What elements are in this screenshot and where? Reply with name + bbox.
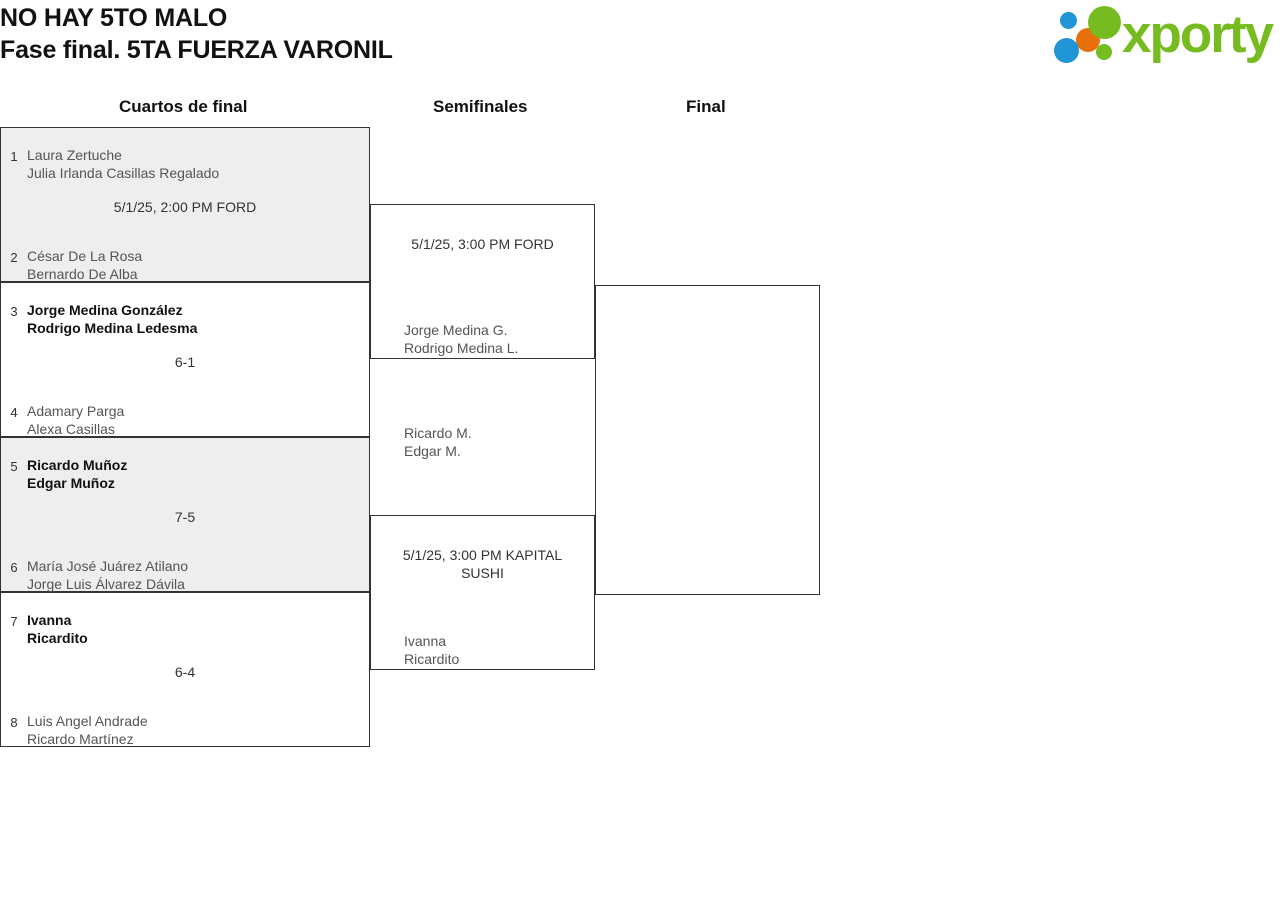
seed-number: 1	[10, 149, 18, 164]
player-name: Luis Angel Andrade	[27, 713, 148, 729]
title-block: NO HAY 5TO MALO Fase final. 5TA FUERZA V…	[0, 2, 393, 66]
player-name: María José Juárez Atilano	[27, 558, 189, 574]
player-name: Rodrigo Medina L.	[404, 340, 519, 356]
player-name: Ricardito	[27, 630, 88, 646]
seed-number	[371, 416, 397, 427]
team-players: Ricardo M. Edgar M.	[397, 416, 594, 460]
match-meta: 5/1/25, 3:00 PM KAPITAL SUSHI	[402, 547, 563, 581]
tournament-title: NO HAY 5TO MALO	[0, 4, 228, 32]
player-name: Alexa Casillas	[27, 421, 115, 437]
player-name: Adamary Parga	[27, 403, 125, 419]
seed-number	[371, 313, 397, 324]
logo-dot-green-large-icon	[1088, 6, 1121, 39]
player-name: César De La Rosa	[27, 248, 143, 264]
player-name: Edgar M.	[404, 443, 461, 459]
team-players: Jorge Medina G. Rodrigo Medina L.	[397, 313, 594, 357]
seed-number	[371, 105, 397, 116]
logo-dot-blue-large-icon	[1054, 38, 1079, 63]
match-slot-top[interactable]	[371, 105, 594, 149]
seed-number: 7	[10, 614, 18, 629]
match-box[interactable]: Ricardo M. Edgar M. 5/1/25, 3:00 PM KAPITA…	[370, 425, 595, 670]
player-name: Jorge Medina G.	[404, 322, 508, 338]
seed-number	[596, 286, 622, 297]
page-header: NO HAY 5TO MALO Fase final. 5TA FUERZA V…	[0, 0, 1280, 80]
match-meta: 5/1/25, 3:00 PM FORD	[411, 236, 554, 252]
player-name: Ricardo Muñoz	[27, 457, 128, 473]
team-players	[622, 286, 819, 294]
player-name: Jorge Luis Álvarez Dávila	[27, 576, 185, 592]
logo-wordmark: xporty	[1122, 5, 1274, 64]
player-name: Ivanna	[404, 633, 447, 649]
seed-number	[371, 624, 397, 635]
match-slot-bottom[interactable]	[596, 286, 819, 297]
match-slot-top[interactable]: Ricardo M. Edgar M.	[371, 416, 594, 460]
player-name: Jorge Medina González	[27, 302, 183, 318]
match-meta: 7-5	[174, 509, 196, 525]
round-header-quarterfinals: Cuartos de final	[119, 97, 248, 116]
match-meta: 6-1	[174, 354, 196, 370]
player-name: Ricardito	[404, 651, 460, 667]
player-name: Rodrigo Medina Ledesma	[27, 320, 198, 336]
player-name: Ricardo Martínez	[27, 731, 134, 747]
xporty-logo[interactable]: xporty	[1052, 4, 1278, 70]
player-name: Julia Irlanda Casillas Regalado	[27, 165, 220, 181]
seed-number: 2	[10, 250, 18, 265]
seed-number: 5	[10, 459, 18, 474]
player-name: Ricardo M.	[404, 425, 472, 441]
match-meta: 6-4	[174, 664, 196, 680]
player-name: Bernardo De Alba	[27, 266, 138, 282]
logo-dots-icon	[1052, 4, 1128, 66]
seed-number: 3	[10, 304, 18, 319]
logo-dot-blue-small-icon	[1060, 12, 1077, 29]
match-meta: 5/1/25, 2:00 PM FORD	[113, 199, 257, 215]
team-players	[397, 105, 594, 113]
match-slot-bottom[interactable]: Jorge Medina G. Rodrigo Medina L.	[371, 313, 594, 357]
player-name: Laura Zertuche	[27, 147, 122, 163]
player-name: Edgar Muñoz	[27, 475, 115, 491]
logo-dot-green-small-icon	[1096, 44, 1112, 60]
match-box[interactable]: 5/1/25, 3:00 PM FORD Jorge Medina G. Rodri…	[370, 204, 595, 359]
seed-number: 6	[10, 560, 18, 575]
match-box[interactable]	[595, 285, 820, 595]
seed-number: 8	[10, 715, 18, 730]
seed-number: 4	[10, 405, 18, 420]
player-name: Ivanna	[27, 612, 72, 628]
tournament-subtitle: Fase final. 5TA FUERZA VARONIL	[0, 36, 393, 64]
round-header-semifinals: Semifinales	[433, 97, 528, 116]
round-header-final: Final	[686, 97, 726, 116]
